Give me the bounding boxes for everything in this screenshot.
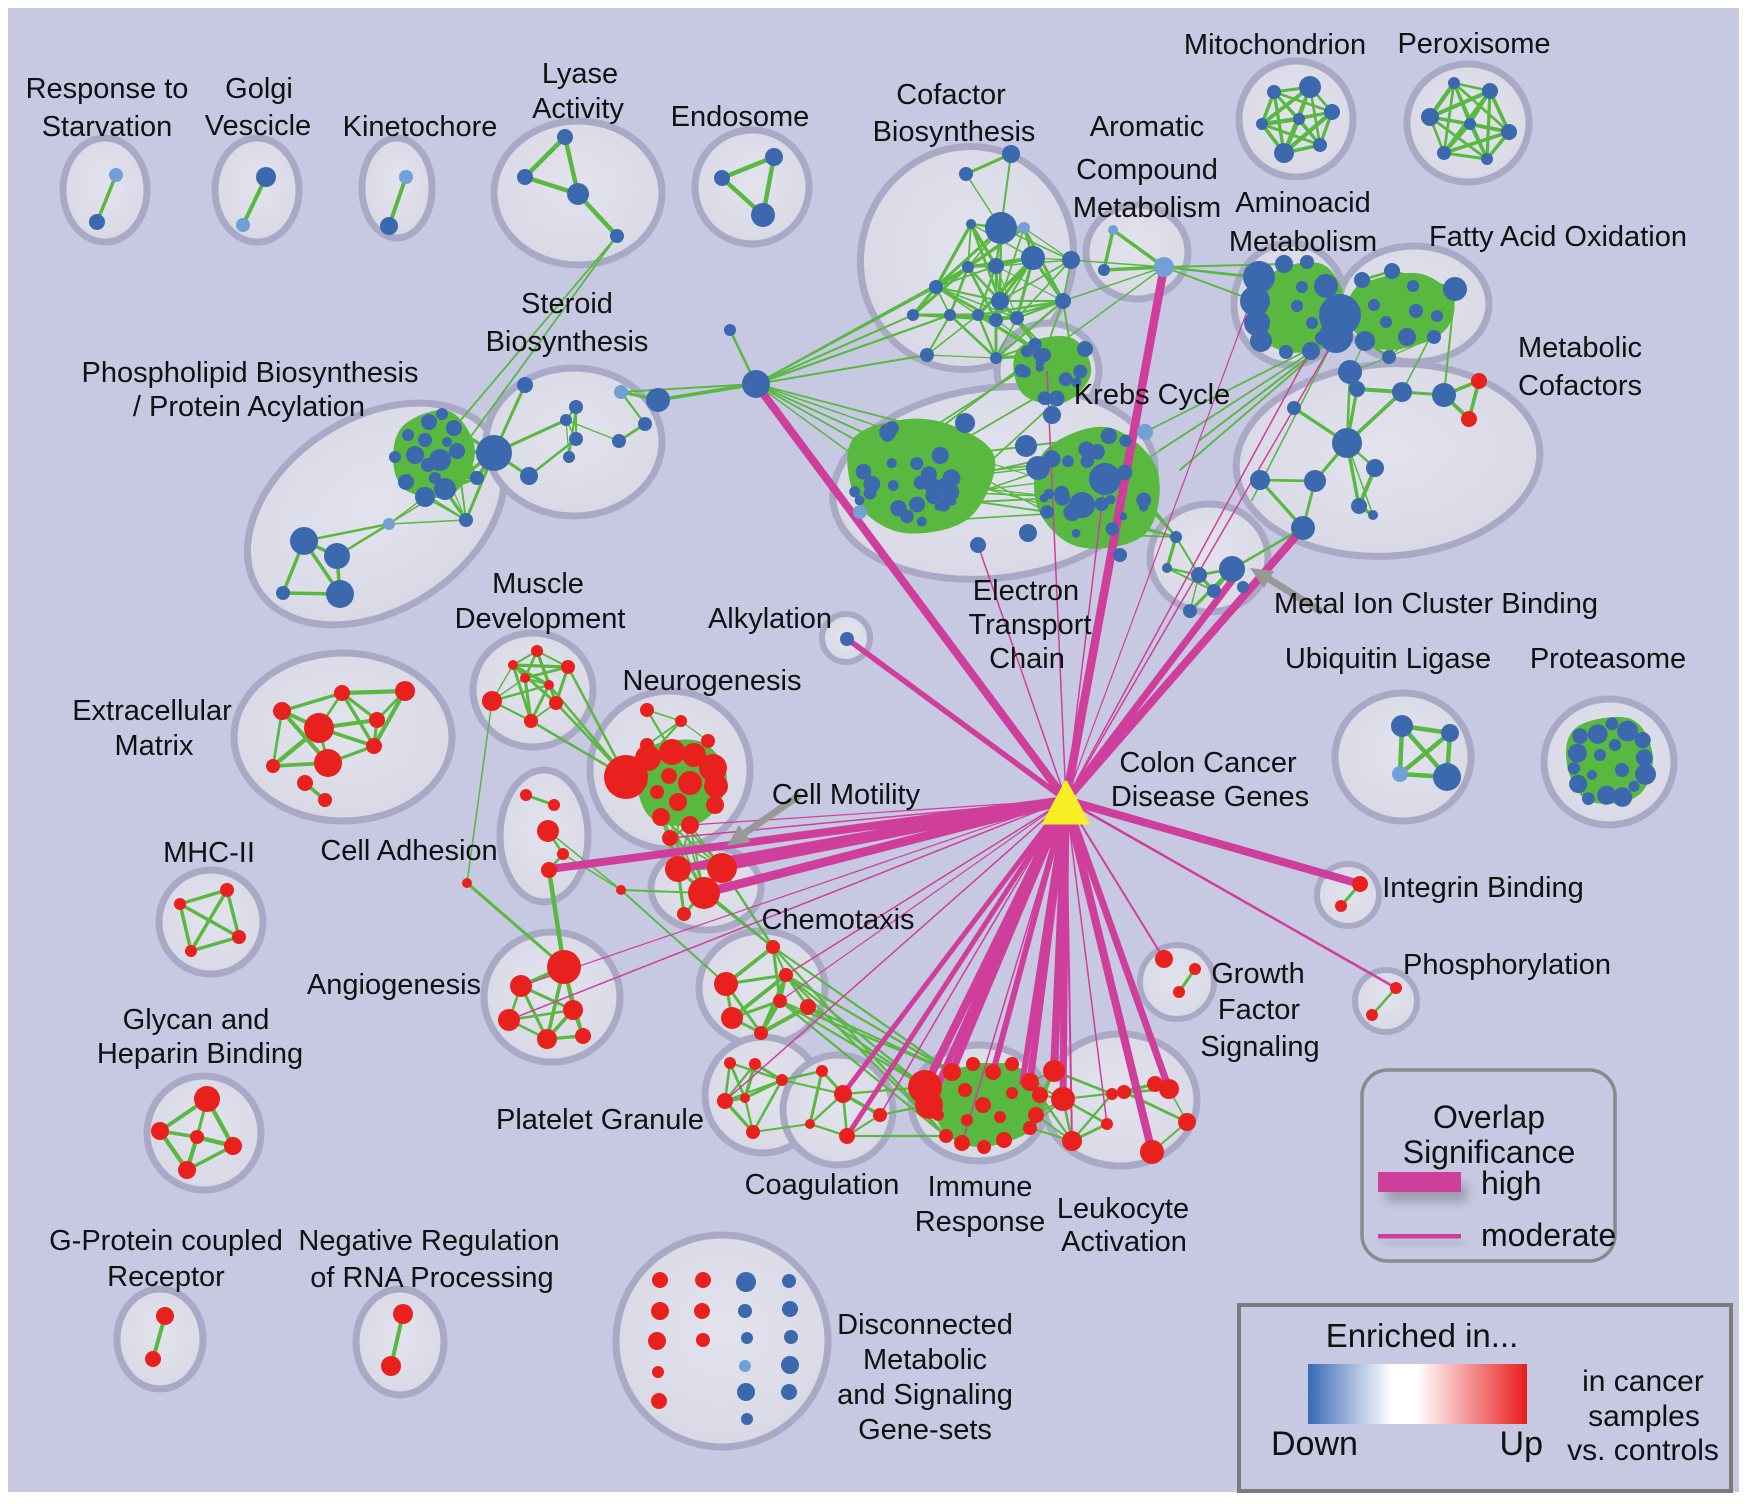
svg-text:Matrix: Matrix <box>115 730 194 762</box>
svg-text:moderate: moderate <box>1481 1217 1616 1253</box>
svg-text:in cancer: in cancer <box>1582 1365 1704 1398</box>
svg-text:Gene-sets: Gene-sets <box>858 1414 992 1446</box>
svg-text:Mitochondrion: Mitochondrion <box>1184 29 1366 61</box>
svg-text:Activity: Activity <box>532 93 624 125</box>
svg-text:Negative Regulation: Negative Regulation <box>298 1225 559 1257</box>
svg-text:Metabolic: Metabolic <box>863 1344 987 1376</box>
svg-text:Cofactors: Cofactors <box>1518 370 1642 402</box>
svg-text:Vescicle: Vescicle <box>205 110 311 142</box>
svg-text:Proteasome: Proteasome <box>1530 643 1686 675</box>
svg-text:Transport: Transport <box>968 609 1091 641</box>
svg-text:Cell Motility: Cell Motility <box>772 779 921 811</box>
svg-text:Down: Down <box>1271 1425 1358 1463</box>
svg-text:Starvation: Starvation <box>42 111 173 143</box>
svg-text:Metabolism: Metabolism <box>1073 192 1221 224</box>
svg-text:Lyase: Lyase <box>542 58 618 90</box>
svg-text:MHC-II: MHC-II <box>163 837 255 869</box>
svg-text:Chemotaxis: Chemotaxis <box>761 904 914 936</box>
svg-text:vs. controls: vs. controls <box>1567 1434 1719 1467</box>
svg-text:Coagulation: Coagulation <box>745 1169 900 1201</box>
svg-text:Cell Adhesion: Cell Adhesion <box>320 835 497 867</box>
svg-text:Fatty Acid Oxidation: Fatty Acid Oxidation <box>1429 221 1687 253</box>
svg-text:Chain: Chain <box>989 643 1065 675</box>
svg-text:Glycan and: Glycan and <box>123 1004 270 1036</box>
svg-text:Heparin Binding: Heparin Binding <box>97 1038 303 1070</box>
svg-text:Phosphorylation: Phosphorylation <box>1403 949 1611 981</box>
svg-text:Enriched in...: Enriched in... <box>1326 1317 1519 1354</box>
svg-text:Cofactor: Cofactor <box>896 79 1006 111</box>
svg-text:Ubiquitin Ligase: Ubiquitin Ligase <box>1285 643 1491 675</box>
svg-text:Biosynthesis: Biosynthesis <box>486 326 649 358</box>
svg-text:Receptor: Receptor <box>107 1261 225 1293</box>
svg-text:Immune: Immune <box>928 1171 1033 1203</box>
svg-text:Up: Up <box>1500 1425 1543 1463</box>
svg-text:Alkylation: Alkylation <box>708 603 832 635</box>
svg-text:/ Protein Acylation: / Protein Acylation <box>133 391 365 423</box>
svg-text:Aminoacid: Aminoacid <box>1235 187 1370 219</box>
svg-text:Aromatic: Aromatic <box>1090 111 1204 143</box>
svg-text:Krebs Cycle: Krebs Cycle <box>1074 379 1230 411</box>
svg-text:Disease Genes: Disease Genes <box>1111 781 1309 813</box>
svg-text:samples: samples <box>1588 1400 1700 1433</box>
svg-text:Growth: Growth <box>1211 958 1304 990</box>
svg-text:Factor: Factor <box>1218 994 1301 1026</box>
svg-text:Biosynthesis: Biosynthesis <box>873 116 1036 148</box>
svg-text:Disconnected: Disconnected <box>837 1309 1013 1341</box>
svg-text:and Signaling: and Signaling <box>837 1379 1013 1411</box>
svg-text:Response to: Response to <box>26 73 189 105</box>
svg-text:of RNA Processing: of RNA Processing <box>310 1262 553 1294</box>
svg-text:Colon Cancer: Colon Cancer <box>1119 747 1297 779</box>
svg-text:Electron: Electron <box>973 575 1079 607</box>
svg-text:Angiogenesis: Angiogenesis <box>307 969 481 1001</box>
svg-text:Integrin Binding: Integrin Binding <box>1382 872 1584 904</box>
svg-text:Peroxisome: Peroxisome <box>1397 28 1550 60</box>
svg-text:Significance: Significance <box>1403 1134 1576 1170</box>
svg-text:Phospholipid Biosynthesis: Phospholipid Biosynthesis <box>82 357 419 389</box>
svg-text:Extracellular: Extracellular <box>72 695 232 727</box>
svg-text:Leukocyte: Leukocyte <box>1057 1193 1189 1225</box>
svg-text:Activation: Activation <box>1061 1226 1187 1258</box>
svg-text:Steroid: Steroid <box>521 288 613 320</box>
svg-text:Response: Response <box>915 1206 1046 1238</box>
svg-text:Development: Development <box>455 603 626 635</box>
svg-text:Signaling: Signaling <box>1200 1031 1319 1063</box>
svg-text:Metal Ion Cluster Binding: Metal Ion Cluster Binding <box>1274 588 1598 620</box>
svg-text:G-Protein coupled: G-Protein coupled <box>49 1225 283 1257</box>
svg-text:Kinetochore: Kinetochore <box>343 111 498 143</box>
svg-text:Metabolic: Metabolic <box>1518 332 1642 364</box>
svg-text:Compound: Compound <box>1076 154 1218 186</box>
svg-text:Overlap: Overlap <box>1433 1099 1545 1135</box>
svg-text:Endosome: Endosome <box>671 101 810 133</box>
svg-text:Metabolism: Metabolism <box>1229 226 1377 258</box>
svg-text:Platelet Granule: Platelet Granule <box>496 1104 704 1136</box>
svg-text:Golgi: Golgi <box>225 73 293 105</box>
svg-text:Muscle: Muscle <box>492 568 584 600</box>
svg-text:Neurogenesis: Neurogenesis <box>623 665 802 697</box>
svg-text:high: high <box>1481 1165 1542 1201</box>
